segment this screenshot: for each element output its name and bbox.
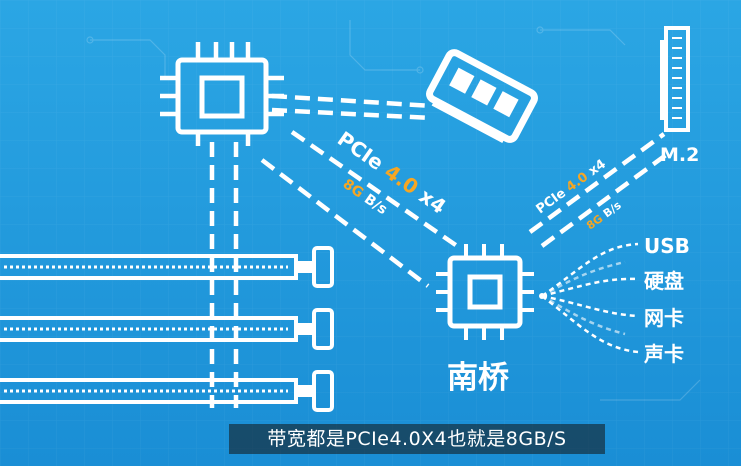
disk-label: 硬盘 [644,269,684,293]
southbridge-to-m2-line-2 [528,132,666,234]
background-circuit-traces [86,20,701,401]
m2-label: M.2 [660,144,699,166]
cpu-chip-icon [160,42,284,146]
cpu-to-ram-line-2 [271,107,433,121]
southbridge-label: 南桥 [447,360,509,396]
usb-label: USB [644,234,690,258]
southbridge-to-m2-line-1 [540,150,672,248]
sound-label: 声卡 [643,342,684,366]
fanout-sound-line [541,295,639,354]
southbridge-chip-icon [436,244,534,340]
pcie-slot-icon [0,370,334,412]
fanout-disk-line [541,277,639,298]
nic-label: 网卡 [644,306,684,330]
connection-lines [209,93,672,408]
cpu-to-southbridge-line-1 [290,130,462,250]
cpu-to-ram-line-1 [271,93,433,109]
fanout-nic-line [541,294,639,318]
pcie-slot-icon [0,308,334,350]
fanout-usb-line [541,242,639,298]
video-subtitle: 带宽都是PCIe4.0X4也就是8GB/S [229,424,605,454]
cpu-to-southbridge-line-2 [260,158,430,288]
pcie-slot-icon [0,246,334,288]
m2-slot-icon [660,26,690,132]
pcie-slots [0,246,334,412]
southbridge-fanout-lines [541,242,639,354]
fanout-origin-dot [539,293,545,299]
ram-module-icon [426,49,538,144]
